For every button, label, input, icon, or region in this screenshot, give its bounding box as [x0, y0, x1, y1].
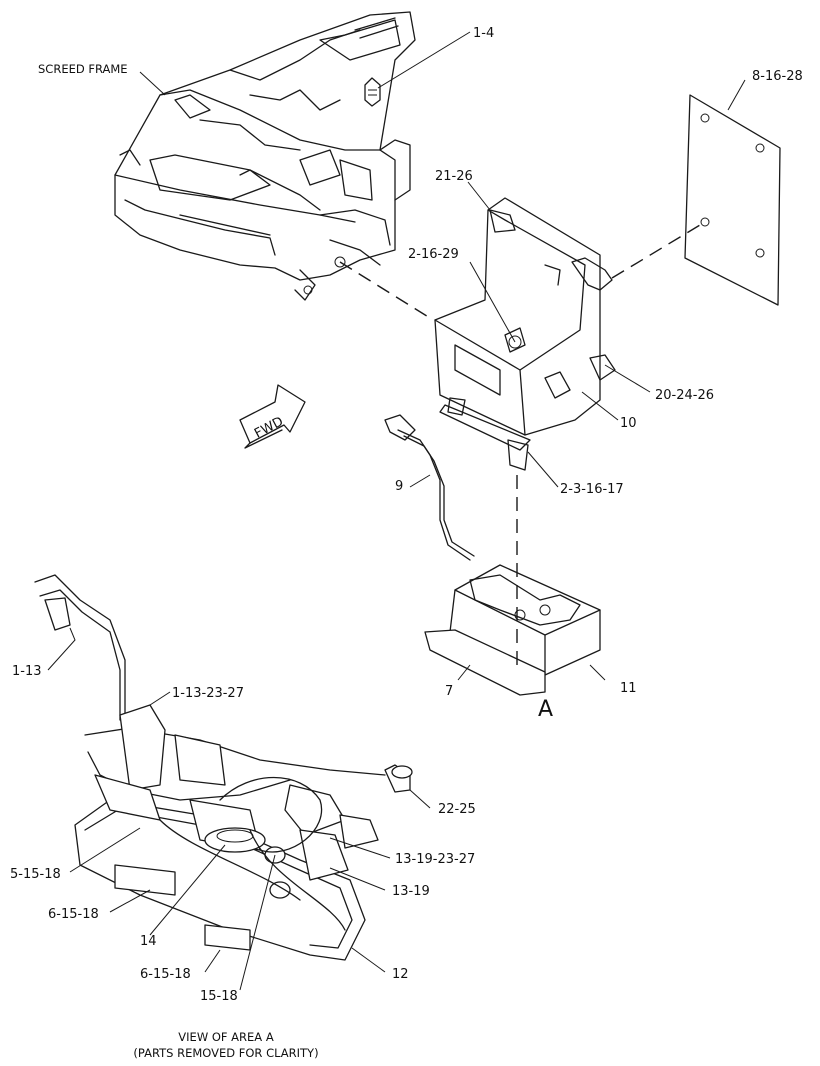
label-9: 9 [395, 479, 403, 494]
label-1-13-23-27: 1-13-23-27 [172, 686, 244, 701]
detail-view-drawing [34, 574, 413, 961]
part-labels: SCREED FRAME 1-4 8-16-28 21-26 2-16-29 2… [10, 26, 803, 1004]
label-12: 12 [392, 967, 409, 982]
label-15-18: 15-18 [200, 989, 238, 1004]
caption-line-1: VIEW OF AREA A [178, 1030, 274, 1044]
label-screed-frame: SCREED FRAME [38, 62, 128, 76]
label-10: 10 [620, 416, 637, 431]
label-22-25: 22-25 [438, 802, 476, 817]
alignment-lines [339, 224, 701, 672]
label-6-15-18-a: 6-15-18 [48, 907, 99, 922]
cover-plate-drawing [684, 94, 781, 306]
label-11: 11 [620, 681, 637, 696]
label-2-16-29: 2-16-29 [408, 247, 459, 262]
label-2-3-16-17: 2-3-16-17 [560, 482, 624, 497]
label-7: 7 [445, 684, 453, 699]
label-13-19: 13-19 [392, 884, 430, 899]
label-20-24-26: 20-24-26 [655, 388, 714, 403]
label-14: 14 [140, 934, 157, 949]
bracket-drawing [434, 197, 616, 471]
label-6-15-18-b: 6-15-18 [140, 967, 191, 982]
label-1-4: 1-4 [473, 26, 494, 41]
caption: VIEW OF AREA A (PARTS REMOVED FOR CLARIT… [133, 1030, 318, 1060]
harness-drawing [384, 414, 475, 561]
controller-drawing [424, 564, 601, 696]
label-13-19-23-27: 13-19-23-27 [395, 852, 475, 867]
label-area-a: A [538, 697, 553, 722]
label-5-15-18: 5-15-18 [10, 867, 61, 882]
screed-frame-drawing [114, 11, 416, 301]
label-8-16-28: 8-16-28 [752, 69, 803, 84]
label-1-13: 1-13 [12, 664, 42, 679]
leader-lines [47, 31, 746, 991]
caption-line-2: (PARTS REMOVED FOR CLARITY) [133, 1046, 318, 1060]
fwd-arrow: FWD [239, 384, 306, 449]
label-21-26: 21-26 [435, 169, 473, 184]
